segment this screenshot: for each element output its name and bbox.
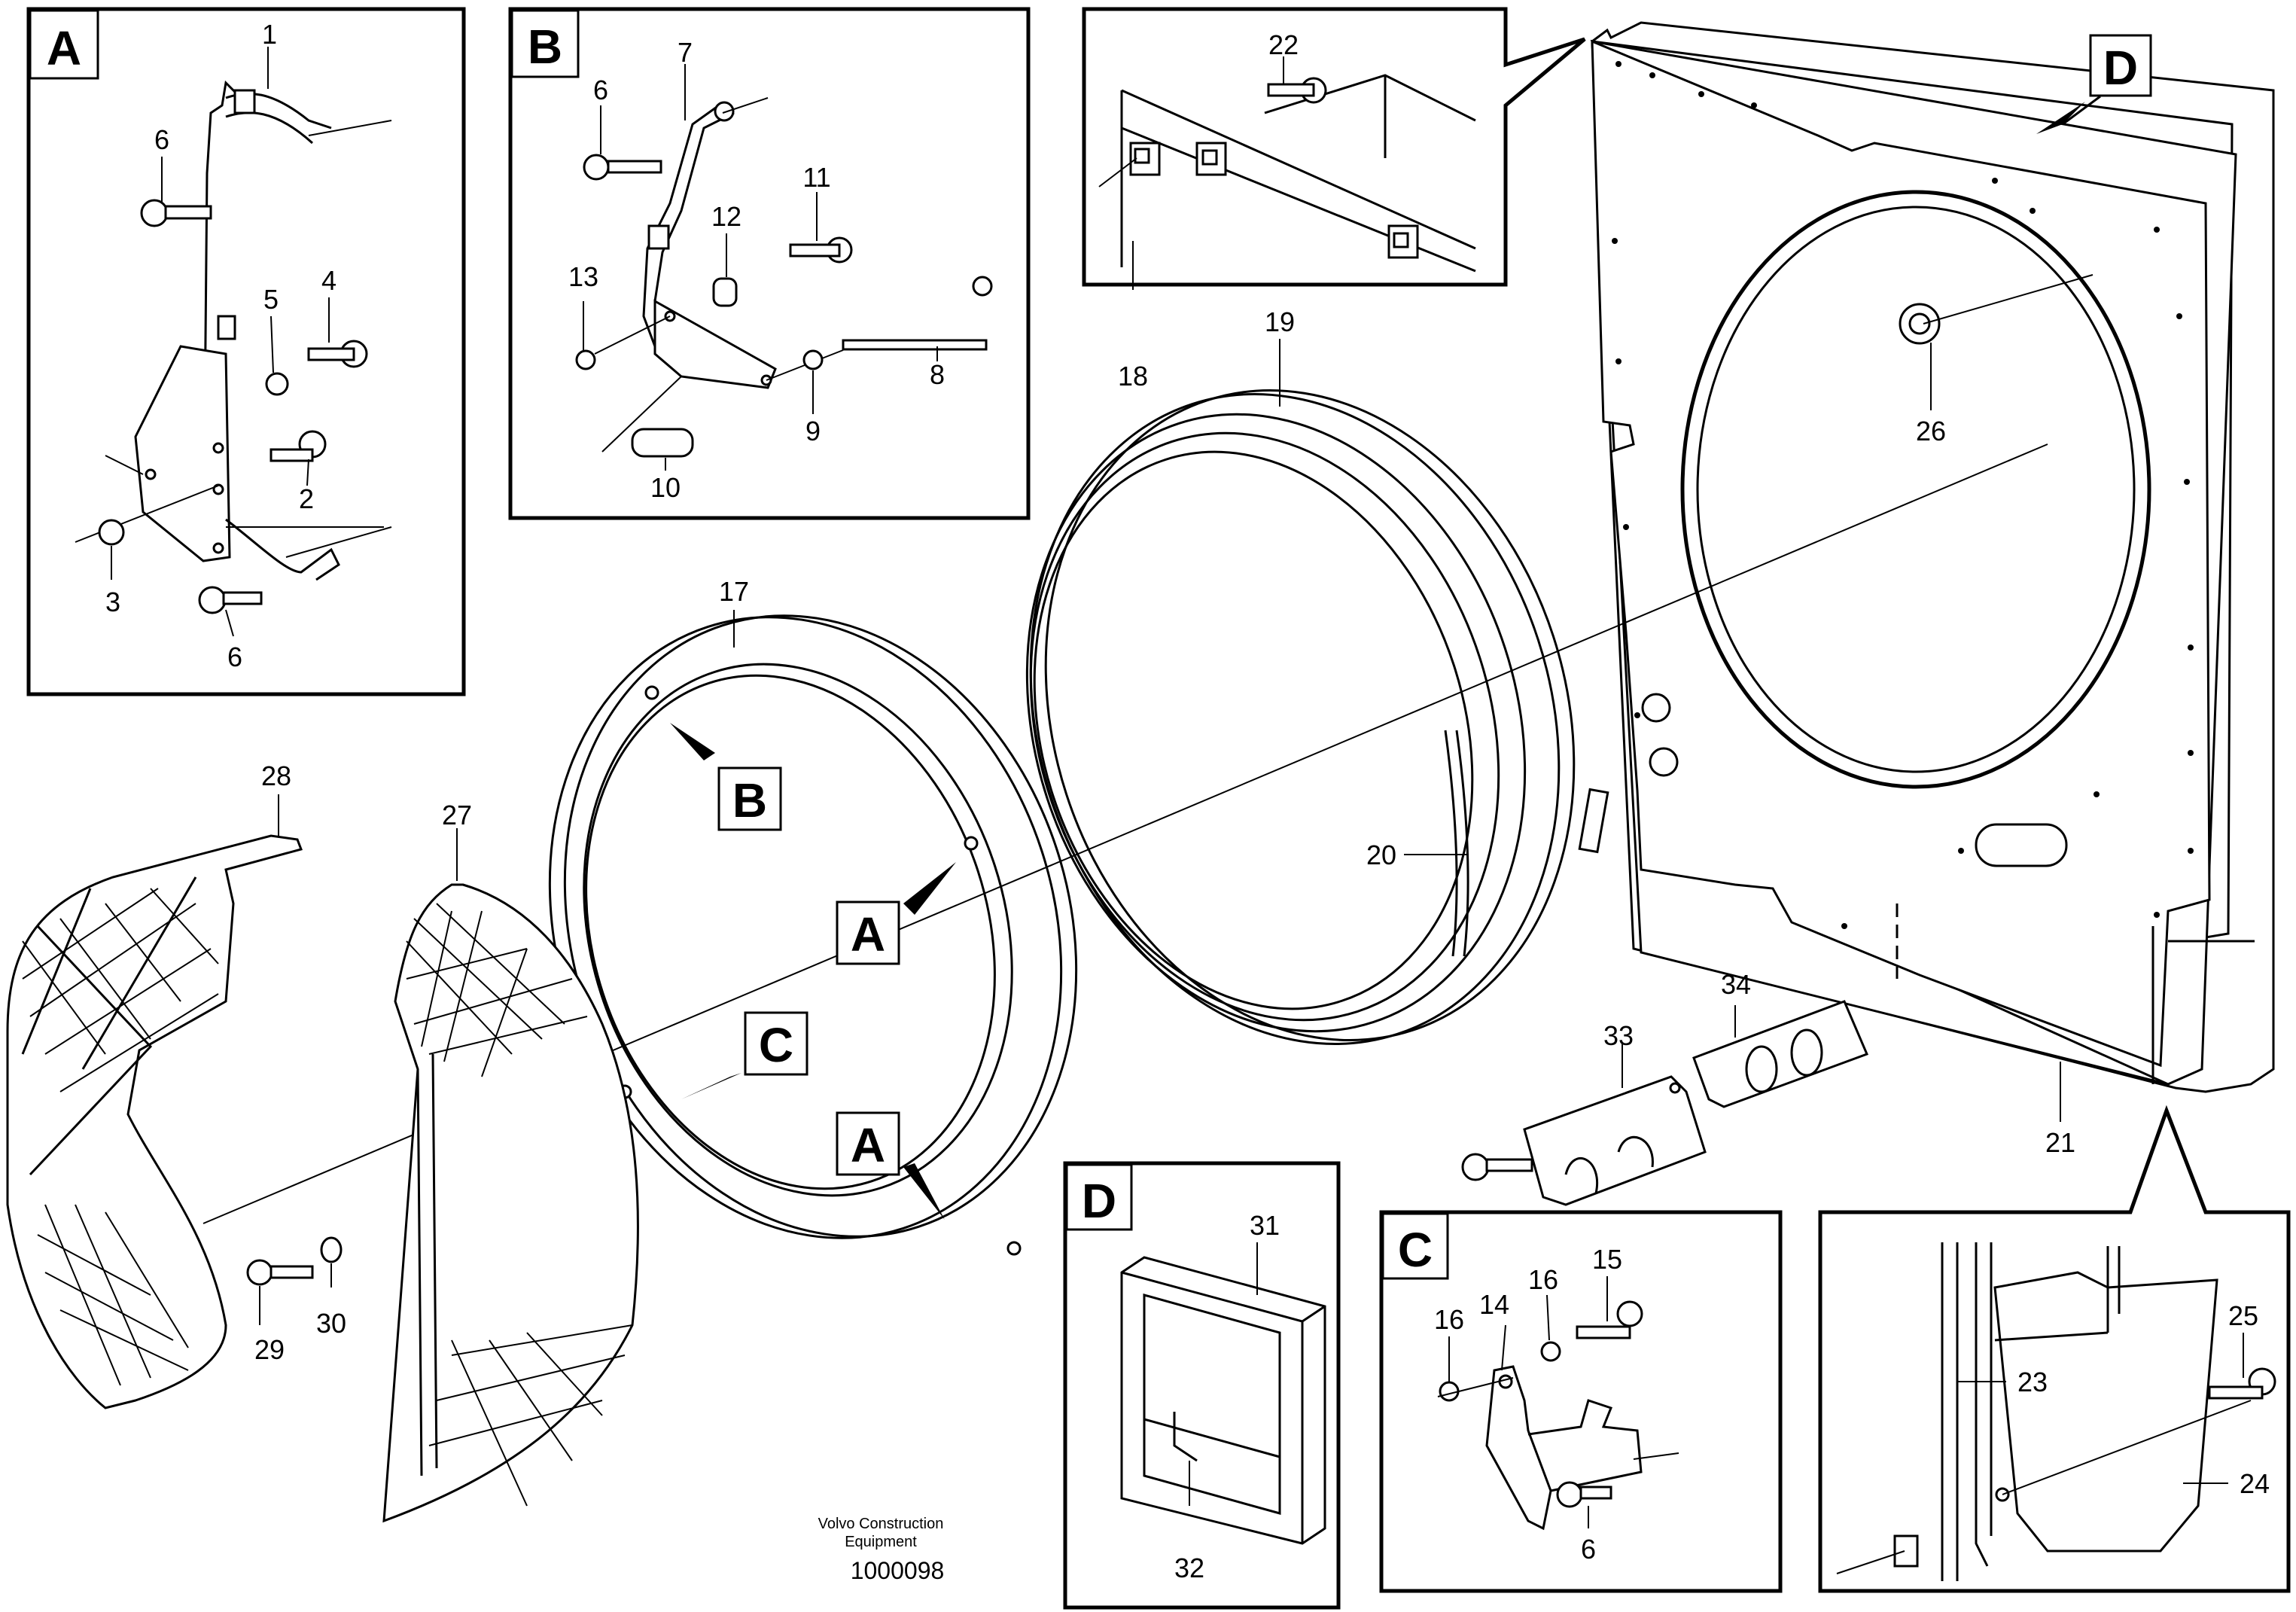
- label-21: 21: [2045, 1127, 2075, 1158]
- callout-a-lower: A: [851, 1118, 885, 1172]
- label-34: 34: [1721, 969, 1751, 1000]
- panel-a-letter: A: [47, 21, 81, 75]
- cover-plates: 33 34: [1461, 969, 1869, 1206]
- detail-panel-e: 25 23 24: [1818, 1105, 2291, 1593]
- ring-callouts: B A C A: [670, 723, 956, 1220]
- label-29: 29: [254, 1334, 285, 1365]
- label-33: 33: [1603, 1020, 1634, 1051]
- label-16a: 16: [1434, 1304, 1464, 1335]
- panel-c-letter: C: [1398, 1223, 1433, 1277]
- label-24: 24: [2240, 1468, 2270, 1499]
- label-17: 17: [719, 576, 749, 607]
- document-number: 1000098: [851, 1557, 945, 1584]
- label-3: 3: [105, 587, 120, 617]
- detail-panel-d-top: 22: [1082, 7, 1586, 287]
- panel-b-letter: B: [528, 20, 562, 74]
- callout-d-main: D: [2103, 41, 2138, 95]
- label-31: 31: [1250, 1210, 1280, 1241]
- label-23: 23: [2017, 1367, 2048, 1397]
- label-9: 9: [805, 416, 821, 446]
- label-6a: 6: [154, 124, 169, 155]
- label-6c: 6: [593, 75, 608, 105]
- fan-ring: 18 19 20: [1025, 241, 1609, 1045]
- detail-panel-c: C 15 16 14 16 6: [1379, 1210, 1783, 1593]
- label-4: 4: [321, 265, 336, 296]
- callout-c: C: [759, 1018, 793, 1072]
- label-6b: 6: [227, 641, 242, 672]
- label-10: 10: [650, 472, 681, 503]
- callout-b: B: [732, 773, 767, 827]
- label-27: 27: [442, 800, 472, 830]
- guard-28: 28: [6, 760, 303, 1409]
- panel-d-bottom-letter: D: [1082, 1174, 1116, 1228]
- footer-caption: Volvo Construction Equipment 1000098: [818, 1516, 945, 1584]
- detail-panel-d-bottom: D 31 32: [1063, 1161, 1341, 1610]
- label-16b: 16: [1528, 1264, 1558, 1295]
- label-19: 19: [1265, 306, 1295, 337]
- label-28: 28: [261, 760, 291, 791]
- label-8: 8: [930, 359, 945, 390]
- label-1: 1: [262, 19, 277, 50]
- label-22: 22: [1268, 29, 1299, 60]
- detail-panel-b: B 7 6 12: [508, 7, 1031, 520]
- label-20: 20: [1366, 840, 1396, 870]
- label-15: 15: [1592, 1244, 1622, 1275]
- company-line-2: Equipment: [845, 1534, 917, 1550]
- label-30: 30: [316, 1308, 346, 1339]
- company-line-1: Volvo Construction: [818, 1516, 944, 1532]
- callout-a-upper: A: [851, 907, 885, 961]
- label-32: 32: [1174, 1553, 1204, 1583]
- label-5: 5: [263, 284, 279, 315]
- fan-shroud-frame: D 26 21: [1590, 21, 2275, 1158]
- guard-fasteners: 29 30: [246, 1236, 346, 1365]
- label-2: 2: [299, 483, 314, 514]
- label-6d: 6: [1581, 1534, 1596, 1565]
- label-14: 14: [1479, 1289, 1509, 1320]
- label-26: 26: [1916, 416, 1946, 446]
- label-7: 7: [678, 37, 693, 68]
- label-12: 12: [711, 201, 741, 232]
- label-25: 25: [2228, 1300, 2258, 1331]
- guard-27: 27: [382, 800, 639, 1523]
- label-13: 13: [568, 261, 598, 292]
- label-18: 18: [1118, 361, 1148, 392]
- detail-panel-a: A: [26, 7, 466, 696]
- label-11: 11: [802, 162, 830, 193]
